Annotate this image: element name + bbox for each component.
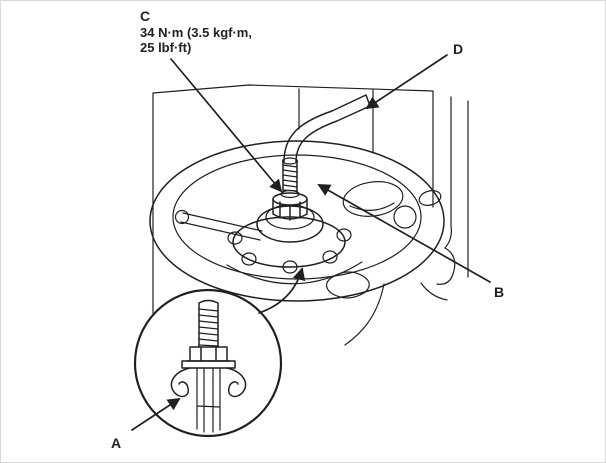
callout-a-label: A — [111, 435, 121, 451]
thread-hatching — [282, 164, 298, 192]
inset-stud-threads — [198, 308, 219, 347]
callout-c-label: C — [140, 8, 150, 24]
inset-flange — [181, 360, 236, 369]
opening-small-oval — [418, 190, 442, 206]
inset-shaft — [196, 367, 221, 433]
callout-b-label: B — [494, 284, 504, 300]
lock-ring — [232, 216, 346, 268]
hose-blob — [325, 271, 370, 299]
leader-arrow-d — [365, 54, 448, 110]
callout-labels: C 34 N·m (3.5 kgf·m, 25 lbf·ft) D B A — [111, 8, 504, 451]
opening-shadow — [349, 202, 395, 211]
fitting-nut-top — [272, 192, 308, 206]
callout-d-label: D — [453, 41, 463, 57]
inset-clip-left — [170, 367, 191, 398]
inset-stud — [198, 299, 219, 348]
opening-large — [342, 181, 404, 217]
pipe-base-ring — [281, 157, 299, 165]
inset-reference-arrow — [258, 267, 306, 314]
leader-arrow-b — [317, 184, 491, 283]
torque-spec-line2: 25 lbf·ft) — [140, 40, 191, 55]
lock-ring-lobes — [227, 228, 352, 274]
arm-end-cap — [174, 209, 190, 225]
tank-openings — [342, 181, 442, 229]
tank-rim-outer — [149, 140, 445, 302]
torque-spec-line1: 34 N·m (3.5 kgf·m, — [140, 25, 252, 40]
pump-arm — [174, 209, 263, 241]
leader-arrow-a — [131, 397, 181, 431]
fitting-nut — [272, 198, 308, 221]
pump-assembly — [227, 94, 371, 274]
fuel-pipe — [283, 94, 371, 163]
opening-small-hole — [393, 205, 417, 229]
arm-lines — [180, 212, 263, 241]
inset-clip-right — [226, 367, 247, 398]
leader-arrow-c — [170, 58, 283, 193]
callout-leaders — [131, 54, 491, 431]
